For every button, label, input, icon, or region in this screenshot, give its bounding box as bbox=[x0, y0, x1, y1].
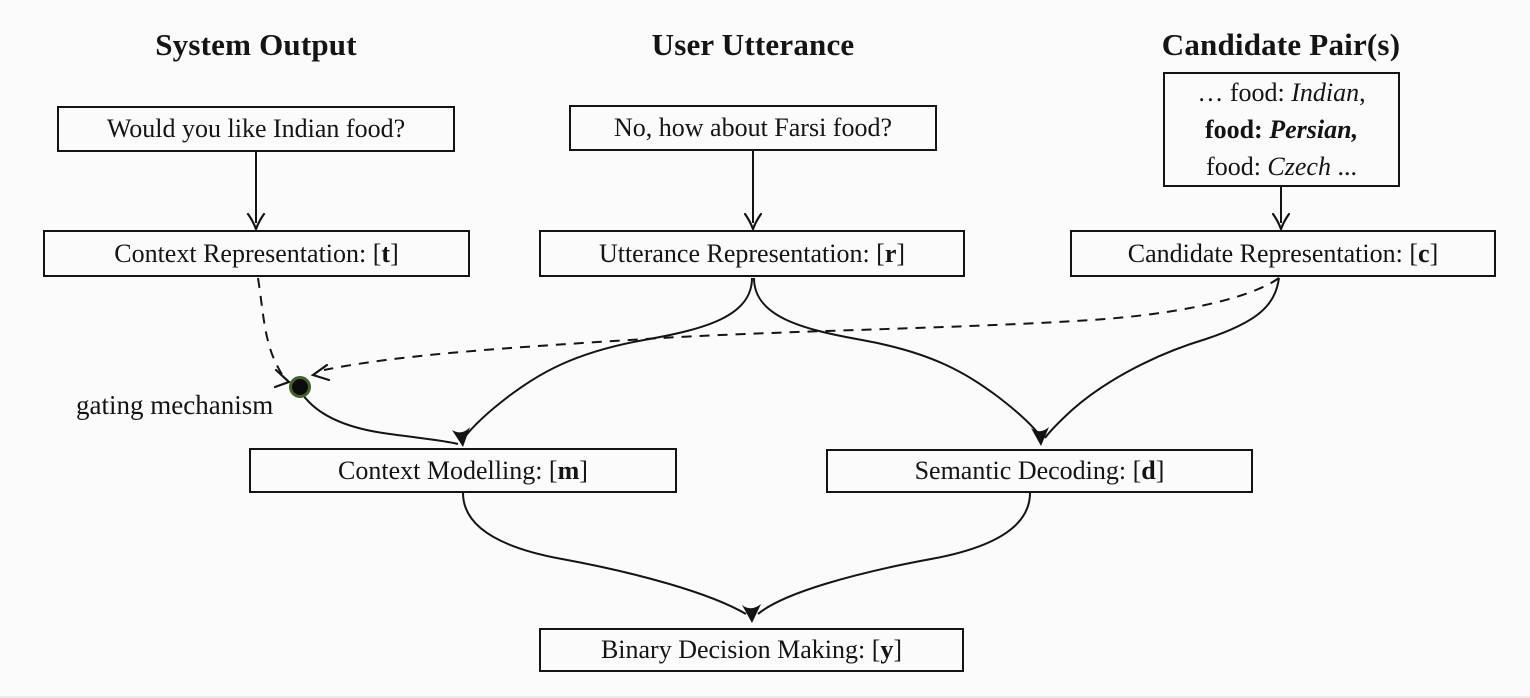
box-candidate-pairs: … food: Indian, food: Persian, food: Cze… bbox=[1163, 72, 1400, 187]
candidate-line2-pre: food: bbox=[1204, 115, 1270, 144]
curve-utterance-to-semantic-decoding bbox=[753, 277, 1042, 438]
semantic-decoding-pre: Semantic Decoding: [ bbox=[914, 456, 1142, 485]
context-representation-var: t bbox=[381, 238, 391, 268]
utterance-representation-pre: Utterance Representation: [ bbox=[598, 238, 885, 268]
context-representation-label: Context Representation: [t] bbox=[114, 239, 399, 269]
context-modelling-post: ] bbox=[579, 455, 588, 485]
box-binary-decision-making: Binary Decision Making: [y] bbox=[539, 628, 964, 672]
arrowhead-into-binary-decision-icon bbox=[742, 604, 761, 623]
candidate-representation-pre: Candidate Representation: [ bbox=[1127, 238, 1419, 268]
curve-context-modelling-to-binary bbox=[462, 492, 747, 615]
candidate-line3-value: Czech bbox=[1267, 152, 1331, 181]
candidate-line1-post: , bbox=[1359, 78, 1366, 107]
title-user-utterance: User Utterance bbox=[651, 27, 855, 62]
user-utterance-text: No, how about Farsi food? bbox=[613, 113, 892, 142]
context-modelling-var: m bbox=[557, 455, 580, 485]
box-context-modelling: Context Modelling: [m] bbox=[249, 448, 677, 493]
title-candidate-pairs: Candidate Pair(s) bbox=[1161, 27, 1401, 62]
binary-decision-post: ] bbox=[893, 635, 903, 664]
candidate-representation-post: ] bbox=[1429, 238, 1439, 268]
candidate-line-3: food: Czech ... bbox=[1206, 148, 1357, 185]
gating-mechanism-dot-icon bbox=[289, 376, 311, 398]
arrowhead-context-repr-to-gate-icon bbox=[273, 368, 292, 389]
context-representation-post: ] bbox=[390, 238, 399, 268]
binary-decision-pre: Binary Decision Making: [ bbox=[600, 635, 881, 664]
semantic-decoding-post: ] bbox=[1155, 456, 1165, 485]
curve-semantic-decoding-to-binary bbox=[757, 492, 1031, 615]
title-system-output: System Output bbox=[155, 27, 357, 62]
box-system-utterance: Would you like Indian food? bbox=[57, 106, 455, 152]
binary-decision-var: y bbox=[880, 635, 894, 664]
curve-candidate-to-semantic-decoding bbox=[1044, 277, 1280, 439]
candidate-representation-label: Candidate Representation: [c] bbox=[1128, 239, 1438, 269]
arrowhead-candidate-repr-to-gate-icon bbox=[310, 363, 331, 382]
candidate-line1-pre: … food: bbox=[1197, 78, 1292, 107]
candidate-line-2: food: Persian, bbox=[1205, 111, 1358, 148]
context-modelling-label: Context Modelling: [m] bbox=[338, 456, 588, 486]
binary-decision-label: Binary Decision Making: [y] bbox=[601, 635, 902, 665]
arrowhead-into-context-modelling-icon bbox=[452, 427, 470, 447]
arrowhead-candidates-to-candidate-repr-icon bbox=[1271, 212, 1291, 231]
candidate-line-1: … food: Indian, bbox=[1197, 74, 1365, 111]
utterance-representation-label: Utterance Representation: [r] bbox=[599, 239, 905, 269]
candidate-line2-post: , bbox=[1351, 115, 1359, 144]
candidate-line3-pre: food: bbox=[1206, 152, 1268, 181]
arrowhead-user-to-utterance-repr-icon bbox=[743, 212, 763, 231]
box-user-utterance: No, how about Farsi food? bbox=[569, 105, 937, 151]
box-utterance-representation: Utterance Representation: [r] bbox=[539, 230, 965, 277]
box-candidate-representation: Candidate Representation: [c] bbox=[1070, 230, 1496, 277]
arrowhead-into-semantic-decoding-icon bbox=[1031, 427, 1049, 446]
candidate-line2-value: Persian bbox=[1269, 115, 1352, 144]
candidate-line3-post: ... bbox=[1330, 152, 1357, 181]
arrowhead-system-to-context-repr-icon bbox=[246, 212, 266, 231]
dashed-candidate-repr-to-gate bbox=[323, 277, 1280, 371]
utterance-representation-post: ] bbox=[896, 238, 906, 268]
dashed-context-repr-to-gate bbox=[257, 277, 286, 380]
utterance-representation-var: r bbox=[884, 238, 897, 268]
gating-mechanism-label: gating mechanism bbox=[76, 390, 274, 420]
context-modelling-pre: Context Modelling: [ bbox=[338, 455, 558, 485]
system-utterance-text: Would you like Indian food? bbox=[106, 114, 406, 143]
semantic-decoding-label: Semantic Decoding: [d] bbox=[915, 456, 1165, 486]
candidate-representation-var: c bbox=[1418, 238, 1430, 268]
semantic-decoding-var: d bbox=[1141, 456, 1156, 485]
curve-gate-to-context-modelling bbox=[302, 394, 459, 445]
box-semantic-decoding: Semantic Decoding: [d] bbox=[826, 449, 1253, 493]
candidate-line1-value: Indian bbox=[1291, 78, 1360, 107]
context-representation-pre: Context Representation: [ bbox=[114, 238, 382, 268]
curve-utterance-to-context-modelling bbox=[463, 277, 753, 439]
box-context-representation: Context Representation: [t] bbox=[43, 230, 470, 277]
bottom-scan-artifact bbox=[0, 696, 1530, 698]
